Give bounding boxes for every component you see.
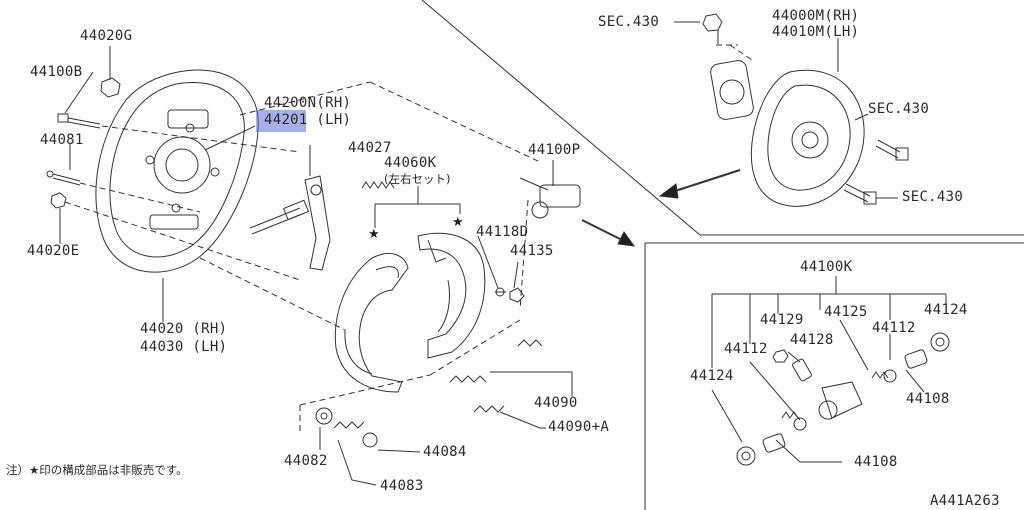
label-44108-bottom[interactable]: 44108	[854, 454, 898, 470]
label-44112-left[interactable]: 44112	[724, 341, 768, 357]
label-44081[interactable]: 44081	[40, 132, 84, 148]
svg-text:★: ★	[452, 215, 464, 230]
label-44125[interactable]: 44125	[824, 304, 868, 320]
spring-44090a	[474, 406, 504, 412]
spring-44027	[362, 182, 394, 188]
label-44090[interactable]: 44090	[534, 395, 578, 411]
plug-44118d	[496, 288, 504, 296]
pin-44084	[363, 433, 377, 447]
label-44060k[interactable]: 44060K	[384, 155, 437, 171]
spring-44090	[450, 376, 486, 382]
label-44020e[interactable]: 44020E	[27, 243, 80, 259]
label-44084[interactable]: 44084	[423, 444, 467, 460]
label-44030[interactable]: 44030 (LH)	[140, 339, 228, 355]
backing-plate	[96, 70, 258, 272]
label-44100b[interactable]: 44100B	[30, 64, 83, 80]
drum-brake-assembly	[674, 14, 908, 206]
divider-diagonal	[422, 0, 700, 235]
svg-text:★: ★	[368, 227, 380, 242]
adjuster-assembly	[250, 145, 330, 270]
nut-44020g	[101, 78, 120, 97]
label-44129[interactable]: 44129	[760, 312, 804, 328]
label-44027[interactable]: 44027	[348, 140, 392, 156]
label-44108-right[interactable]: 44108	[906, 391, 950, 407]
label-44135[interactable]: 44135	[510, 243, 554, 259]
retainer-44082	[316, 408, 332, 424]
label-44100k[interactable]: 44100K	[800, 259, 853, 275]
wheel-cylinder-kit	[712, 276, 949, 465]
label-44010m[interactable]: 44010M(LH)	[772, 24, 860, 40]
footnote: 注）★印の構成部品は非販売です。	[6, 463, 188, 477]
diagram-code: A441A263	[930, 493, 1000, 509]
label-44124-right[interactable]: 44124	[924, 302, 968, 318]
label-44200n[interactable]: 44200N(RH)	[264, 95, 352, 111]
wheel-cylinder-44100p	[520, 160, 580, 218]
label-sec430-low[interactable]: SEC.430	[902, 189, 964, 205]
label-44201[interactable]: 44201 (LH)	[264, 112, 352, 128]
pin-44081	[47, 171, 80, 185]
label-44090a[interactable]: 44090+A	[548, 419, 610, 435]
bolt-44100b	[58, 114, 100, 128]
label-sec430-top[interactable]: SEC.430	[598, 14, 660, 30]
label-44124-left[interactable]: 44124	[690, 368, 734, 384]
clip-44135	[510, 288, 524, 302]
brake-shoe-right	[418, 233, 485, 358]
nut-44020e	[51, 193, 66, 208]
label-44020[interactable]: 44020 (RH)	[140, 321, 228, 337]
label-44082[interactable]: 44082	[284, 453, 328, 469]
brake-shoe-left	[335, 253, 408, 392]
label-sec430-mid[interactable]: SEC.430	[868, 101, 930, 117]
label-44020g[interactable]: 44020G	[80, 28, 133, 44]
label-44060k-set: (左右セット)	[384, 172, 451, 186]
label-44112-right[interactable]: 44112	[872, 320, 916, 336]
label-44128[interactable]: 44128	[790, 332, 834, 348]
label-44118d[interactable]: 44118D	[476, 224, 529, 240]
label-44100p[interactable]: 44100P	[528, 142, 581, 158]
spring-44090-b	[518, 340, 542, 346]
label-44083[interactable]: 44083	[380, 478, 424, 494]
spring-44083	[334, 422, 364, 428]
selected-part-highlight	[256, 110, 306, 132]
label-44000m[interactable]: 44000M(RH)	[772, 8, 860, 24]
